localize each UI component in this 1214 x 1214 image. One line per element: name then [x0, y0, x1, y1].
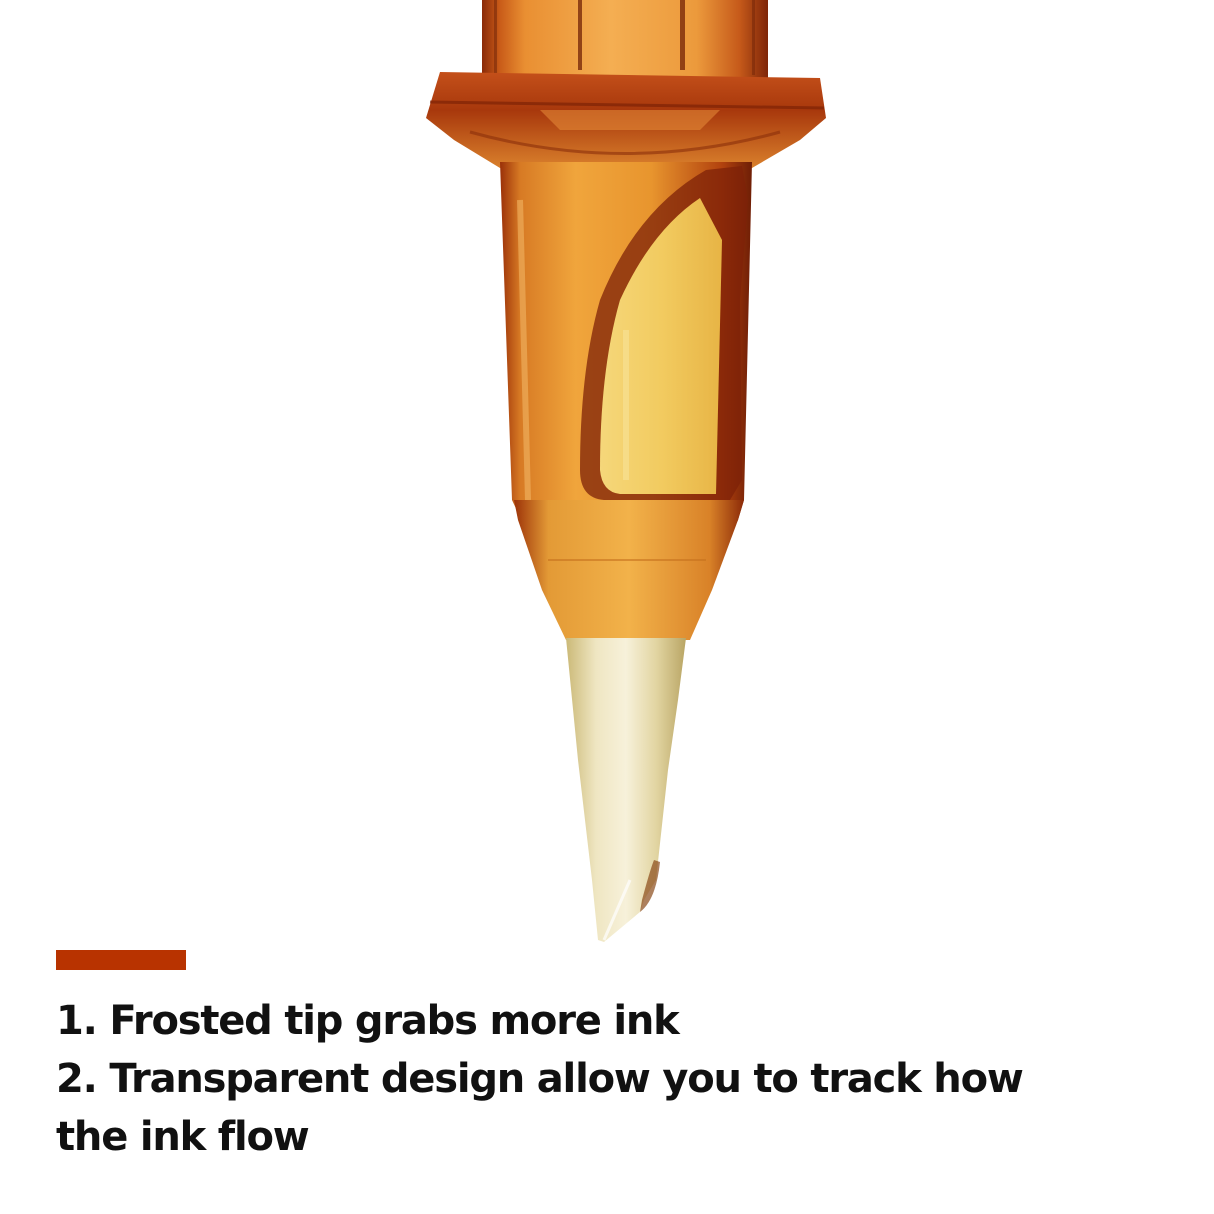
- accent-bar: [56, 950, 186, 970]
- feature-list: 1. Frosted tip grabs more ink 2. Transpa…: [56, 992, 1156, 1166]
- needle-cartridge-illustration: [426, 0, 826, 942]
- frosted-needle-tip: [566, 638, 686, 942]
- feature-item-frosted-tip: 1. Frosted tip grabs more ink: [56, 998, 680, 1044]
- feature-item-transparent-design: 2. Transparent design allow you to track…: [56, 1056, 1036, 1160]
- cartridge-barrel: [482, 0, 768, 80]
- cartridge-cone: [514, 500, 744, 640]
- product-image: [426, 0, 826, 942]
- cartridge-flange: [426, 72, 826, 168]
